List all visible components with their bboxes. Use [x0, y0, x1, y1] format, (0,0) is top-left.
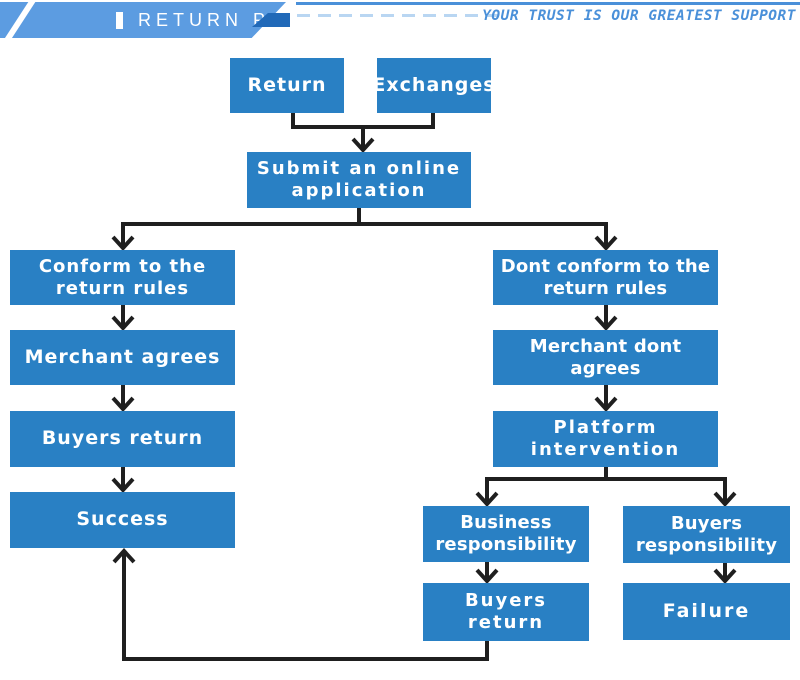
- node-submit-application: Submit an online application: [247, 152, 471, 208]
- page-header: RETURN PROCESS YOUR TRUST IS OUR GREATES…: [0, 0, 800, 42]
- connector-lines: [121, 113, 727, 661]
- header-slogan: YOUR TRUST IS OUR GREATEST SUPPORT: [482, 8, 796, 24]
- node-failure: Failure: [623, 583, 790, 640]
- header-dashed-line: [276, 14, 504, 17]
- header-banner: RETURN PROCESS: [0, 2, 286, 38]
- node-buyers-return-left: Buyers return: [10, 411, 235, 467]
- node-platform-intervention: Platform intervention: [493, 411, 718, 467]
- node-buyers-responsibility: Buyers responsibility: [623, 506, 790, 563]
- node-business-responsibility: Business responsibility: [423, 506, 589, 562]
- page-title: RETURN PROCESS: [138, 9, 377, 30]
- node-dont-conform-rules: Dont conform to the return rules: [493, 250, 718, 305]
- node-buyers-return-right: Buyers return: [423, 583, 589, 641]
- title-accent-bar-icon: [116, 11, 123, 29]
- node-exchanges: Exchanges: [372, 58, 495, 113]
- header-top-line: [296, 2, 800, 5]
- node-success: Success: [10, 492, 235, 548]
- node-merchant-dont-agree: Merchant dont agrees: [493, 330, 718, 385]
- node-conform-rules: Conform to the return rules: [10, 250, 235, 305]
- node-return: Return: [230, 58, 344, 113]
- node-merchant-agrees: Merchant agrees: [10, 330, 235, 385]
- arrowhead-chevrons: [111, 137, 737, 584]
